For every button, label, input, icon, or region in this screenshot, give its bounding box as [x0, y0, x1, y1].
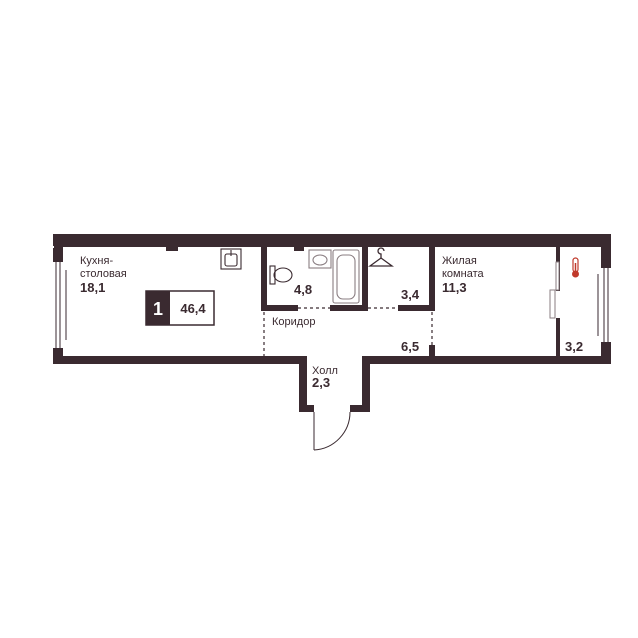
window-kitchen-top: [40, 246, 54, 248]
dashed-openings: [263, 307, 433, 356]
kitchen-name-line1: Кухня-: [80, 255, 113, 267]
outer-walls: [53, 234, 611, 412]
room-corridor: Коридор 6,5: [272, 316, 419, 354]
corridor-area: 6,5: [401, 339, 419, 354]
wardrobe-area: 3,4: [401, 287, 420, 302]
balcony-door: [549, 261, 560, 319]
kitchen-name-line2: столовая: [80, 268, 127, 280]
living-name-line1: Жилая: [442, 255, 477, 267]
window-left: [53, 262, 67, 348]
bathroom-area: 4,8: [294, 282, 312, 297]
entrance-door: [313, 411, 351, 451]
window-right: [597, 268, 611, 342]
room-kitchen: Кухня- столовая 18,1: [80, 255, 127, 295]
hall-area: 2,3: [312, 375, 330, 390]
living-area: 11,3: [442, 280, 467, 295]
room-living: Жилая комната 11,3: [442, 255, 484, 295]
hall-name: Холл: [312, 365, 338, 377]
hanger-icon: [368, 247, 394, 267]
room-bathroom: 4,8: [294, 282, 312, 297]
toilet-icon: [269, 265, 293, 285]
bathtub-icon: [332, 249, 360, 304]
corridor-name: Коридор: [272, 316, 315, 328]
washbasin-icon: [308, 249, 332, 269]
living-name-line2: комната: [442, 268, 484, 280]
kitchen-area: 18,1: [80, 280, 105, 295]
balcony-area: 3,2: [565, 339, 583, 354]
room-hall: Холл 2,3: [312, 365, 338, 390]
kitchen-sink-icon: [220, 248, 242, 270]
total-area: 46,4: [180, 301, 206, 316]
room-balcony: 3,2: [565, 339, 583, 354]
apartment-badge: 1 46,4: [145, 290, 215, 326]
room-wardrobe: 3,4: [401, 287, 420, 302]
thermometer-icon: [572, 257, 579, 278]
rooms-count: 1: [153, 299, 163, 319]
